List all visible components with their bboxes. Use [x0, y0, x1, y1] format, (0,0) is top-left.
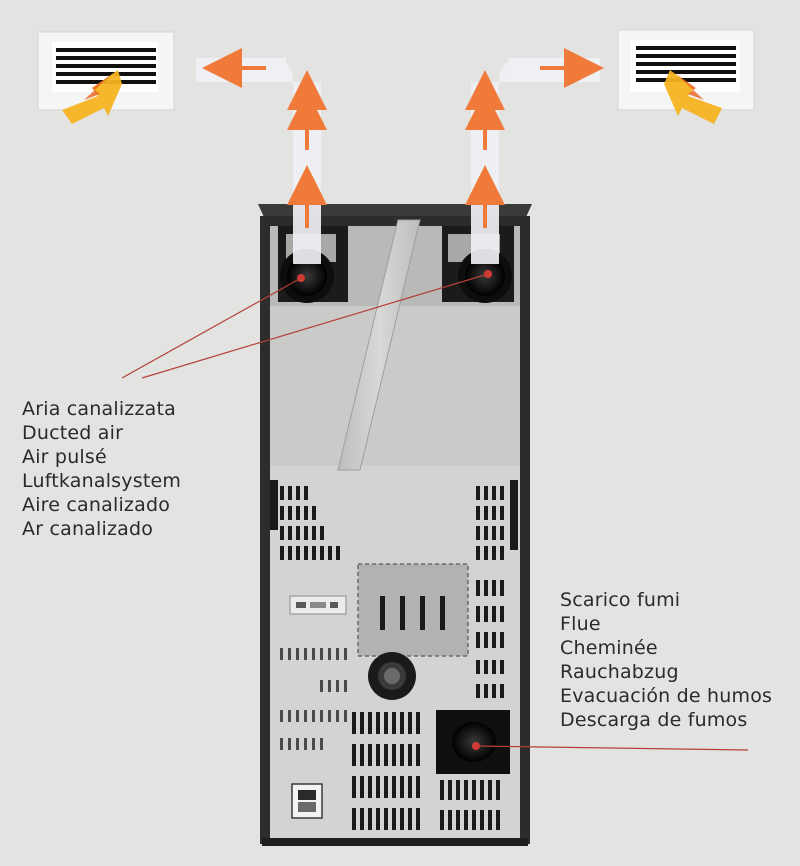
flue-label-it: Scarico fumi: [560, 589, 681, 611]
smoke-deflector: [337, 219, 421, 471]
ducted-air-label-pt: Ar canalizado: [22, 518, 154, 540]
lower-left-slots: [280, 648, 347, 750]
ducted-air-label-de: Luftkanalsystem: [22, 470, 182, 492]
warm-air-arrow-icon: [664, 70, 722, 124]
power-switch-icon: [291, 783, 323, 819]
lower-vent-grid: [352, 712, 500, 830]
right-vent-slots: [476, 486, 504, 698]
right-duct-pipe: [471, 58, 600, 264]
ducted-air-label-en: Ducted air: [22, 422, 124, 444]
flue-outlet: [436, 710, 510, 774]
ducted-air-label: Aria canalizzata Ducted air Air pulsé Lu…: [22, 397, 181, 541]
right-wall-vent: [617, 29, 755, 124]
ducted-air-label-fr: Air pulsé: [22, 446, 107, 468]
ducted-air-label-it: Aria canalizzata: [22, 398, 176, 420]
ducted-air-leader-lines: [121, 273, 489, 379]
left-wall-vent: [37, 31, 175, 124]
ducted-air-label-es: Aire canalizado: [22, 494, 171, 516]
left-vent-slots: [280, 486, 340, 560]
flue-label-en: Flue: [560, 613, 601, 635]
left-duct-pipe: [196, 58, 321, 264]
flue-label-pt: Descarga de fumos: [560, 709, 748, 731]
combustion-air-inlet: [368, 652, 416, 700]
flue-leader-line: [475, 745, 749, 751]
flue-label-es: Evacuación de humos: [560, 685, 773, 707]
flue-label: Scarico fumi Flue Cheminée Rauchabzug Ev…: [560, 588, 772, 732]
airflow-arrows: [202, 48, 604, 228]
rating-plate: [289, 595, 347, 615]
inspection-plate: [357, 563, 469, 657]
warm-air-arrow-icon: [62, 70, 122, 124]
flue-label-fr: Cheminée: [560, 637, 658, 659]
flue-label-de: Rauchabzug: [560, 661, 679, 683]
